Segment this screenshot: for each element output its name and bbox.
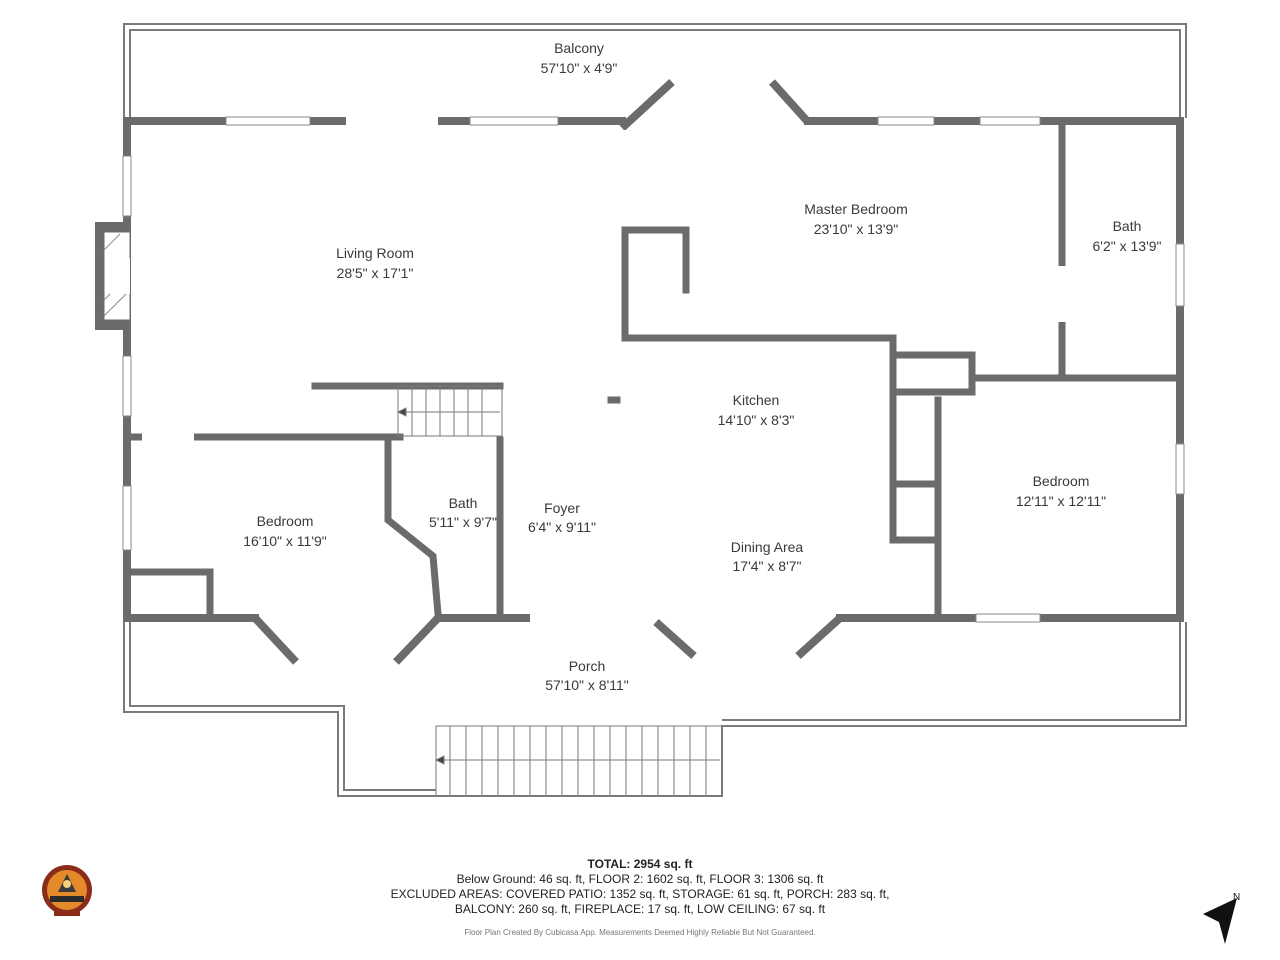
- room-dims-dining-area: 17'4" x 8'7": [733, 558, 802, 574]
- interior-walls: [126, 121, 1180, 618]
- balcony-outline: [123, 23, 1187, 118]
- excluded-areas-line: EXCLUDED AREAS: COVERED PATIO: 1352 sq. …: [390, 887, 890, 901]
- room-name-dining-area: Dining Area: [731, 539, 804, 555]
- room-name-kitchen: Kitchen: [733, 392, 780, 408]
- credit-note: Floor Plan Created By Cubicasa App. Meas…: [464, 928, 816, 937]
- bay-window-bottom-right: [653, 615, 843, 659]
- room-name-master-bath: Bath: [1113, 218, 1142, 234]
- room-name-balcony: Balcony: [554, 40, 604, 56]
- excluded-areas-line-2: BALCONY: 260 sq. ft, FIREPLACE: 17 sq. f…: [454, 902, 826, 916]
- room-dims-master-bath: 6'2" x 13'9": [1093, 238, 1162, 254]
- north-arrow-icon: N: [1203, 892, 1240, 944]
- room-name-bath-small: Bath: [449, 495, 478, 511]
- room-name-bedroom-left: Bedroom: [257, 513, 314, 529]
- room-name-foyer: Foyer: [544, 500, 580, 516]
- room-name-bedroom-right: Bedroom: [1033, 473, 1090, 489]
- room-dims-kitchen: 14'10" x 8'3": [718, 412, 795, 428]
- windows: [122, 116, 1185, 623]
- room-dims-bedroom-right: 12'11" x 12'11": [1016, 493, 1106, 509]
- room-dims-porch: 57'10" x 8'11": [545, 677, 629, 693]
- bay-window-bottom-left: [252, 615, 441, 665]
- north-label: N: [1233, 892, 1240, 903]
- room-name-master-bedroom: Master Bedroom: [804, 201, 907, 217]
- interior-stairs: [396, 385, 503, 437]
- room-dims-master-bedroom: 23'10" x 13'9": [814, 221, 899, 237]
- bay-window-top: [619, 79, 811, 131]
- floor-areas-line: Below Ground: 46 sq. ft, FLOOR 2: 1602 s…: [456, 872, 824, 886]
- room-dims-balcony: 57'10" x 4'9": [541, 60, 618, 76]
- room-dims-bath-small: 5'11" x 9'7": [429, 514, 497, 530]
- company-logo: [42, 865, 92, 916]
- fireplace: [95, 222, 131, 330]
- exterior-stairs: [434, 725, 723, 797]
- door-openings: [142, 116, 1066, 622]
- total-area: TOTAL: 2954 sq. ft: [587, 857, 693, 871]
- room-name-living-room: Living Room: [336, 245, 414, 261]
- room-dims-foyer: 6'4" x 9'11": [528, 519, 596, 535]
- room-name-porch: Porch: [569, 658, 606, 674]
- room-dims-bedroom-left: 16'10" x 11'9": [243, 533, 327, 549]
- room-dims-living-room: 28'5" x 17'1": [337, 265, 414, 281]
